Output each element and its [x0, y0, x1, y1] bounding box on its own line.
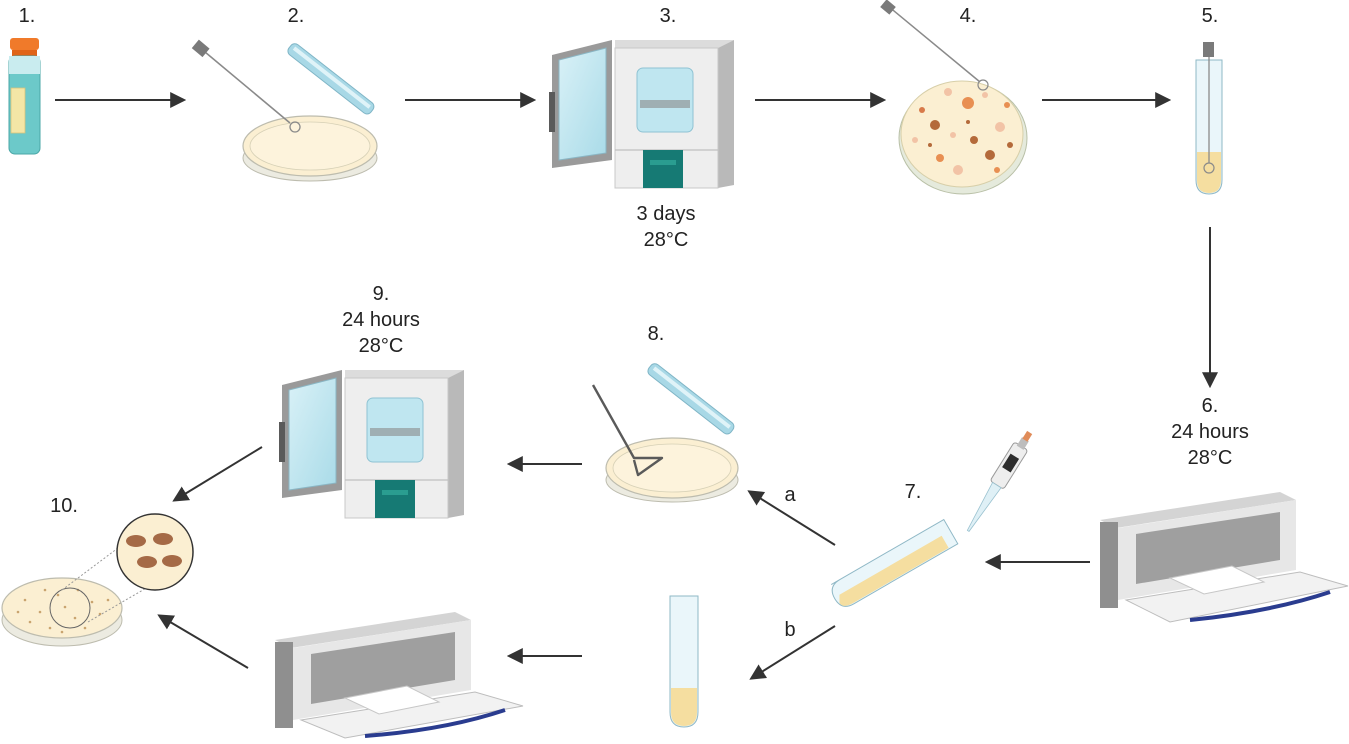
- arrow-shaker-10: [157, 614, 249, 669]
- step-3-temperature: 28°C: [643, 229, 689, 251]
- loop-icon: [191, 39, 301, 133]
- step-3-duration: 3 days: [636, 203, 696, 225]
- pipette-icon: [966, 430, 1033, 532]
- branch-a-label: a: [784, 484, 796, 506]
- test-tube-icon-2: [669, 595, 699, 728]
- step-2-label: 2.: [287, 5, 305, 27]
- spreader-icon: [591, 384, 664, 477]
- step-10-label: 10.: [50, 495, 78, 517]
- spreader-plate-icon: [605, 363, 739, 503]
- step-6-temperature: 28°C: [1187, 447, 1233, 469]
- step-9-temperature: 28°C: [358, 335, 404, 357]
- petri-dish-icon: [242, 43, 378, 182]
- colony-plate-icon: [880, 0, 1028, 195]
- arrow-7-tube-b: [749, 625, 836, 680]
- incubator-icon: [549, 40, 734, 189]
- flow-arrows: [55, 92, 1218, 680]
- arrow-9-10: [172, 446, 263, 502]
- step-3-label: 3.: [659, 5, 677, 27]
- tilted-tube-icon: [830, 518, 959, 607]
- shaker-icon: [1100, 492, 1349, 623]
- incubator-icon-2: [279, 370, 464, 519]
- step-5-label: 5.: [1201, 5, 1219, 27]
- branch-b-label: b: [784, 619, 796, 641]
- step-9-label: 9.: [372, 283, 390, 305]
- step-6-label: 6.: [1201, 395, 1219, 417]
- shaker-icon-2: [275, 612, 524, 739]
- magnifier-icon: [116, 513, 194, 591]
- step-8-label: 8.: [647, 323, 665, 345]
- test-tube-icon: [1195, 42, 1223, 195]
- step-7-label: 7.: [904, 481, 922, 503]
- step-9-duration: 24 hours: [342, 309, 420, 331]
- culture-vial-icon: [8, 38, 41, 155]
- arrow-7-8-a: [747, 490, 836, 546]
- step-6-duration: 24 hours: [1171, 421, 1249, 443]
- final-plate-icon: [1, 547, 161, 647]
- step-1-label: 1.: [18, 5, 36, 27]
- step-4-label: 4.: [959, 5, 977, 27]
